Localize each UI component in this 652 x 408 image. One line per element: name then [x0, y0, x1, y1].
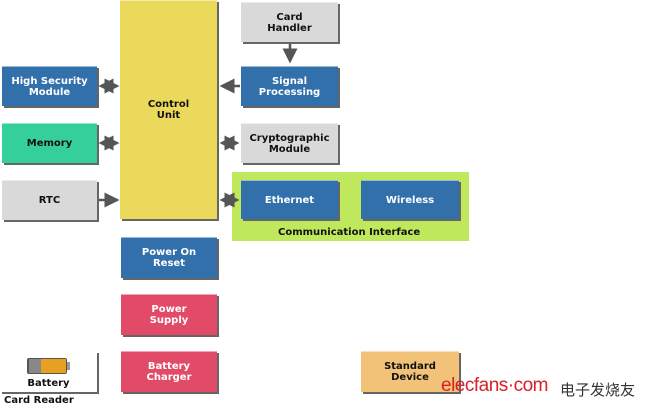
- cryptographic-module: Cryptographic Module: [241, 123, 338, 163]
- signal-processing: Signal Processing: [241, 66, 338, 106]
- power-on-reset: Power On Reset: [121, 237, 217, 278]
- communication-interface-label: Communication Interface: [278, 227, 421, 238]
- power-supply: Power Supply: [121, 294, 217, 335]
- battery-box: Battery: [0, 351, 97, 392]
- control-unit: Control Unit: [120, 0, 217, 219]
- battery-icon: [26, 358, 70, 374]
- card-reader-label: Card Reader: [4, 395, 74, 406]
- watermark-cn: 电子发烧友: [560, 381, 636, 399]
- battery-charger: Battery Charger: [121, 351, 217, 392]
- ethernet: Ethernet: [241, 180, 338, 219]
- wireless: Wireless: [361, 180, 459, 219]
- high-security-module: High Security Module: [2, 66, 97, 106]
- battery-label: Battery: [27, 378, 70, 389]
- standard-device: Standard Device: [361, 351, 459, 392]
- memory: Memory: [2, 123, 97, 163]
- card-handler: Card Handler: [241, 2, 338, 42]
- watermark-site: elecfans·com: [441, 375, 549, 396]
- rtc: RTC: [2, 180, 97, 220]
